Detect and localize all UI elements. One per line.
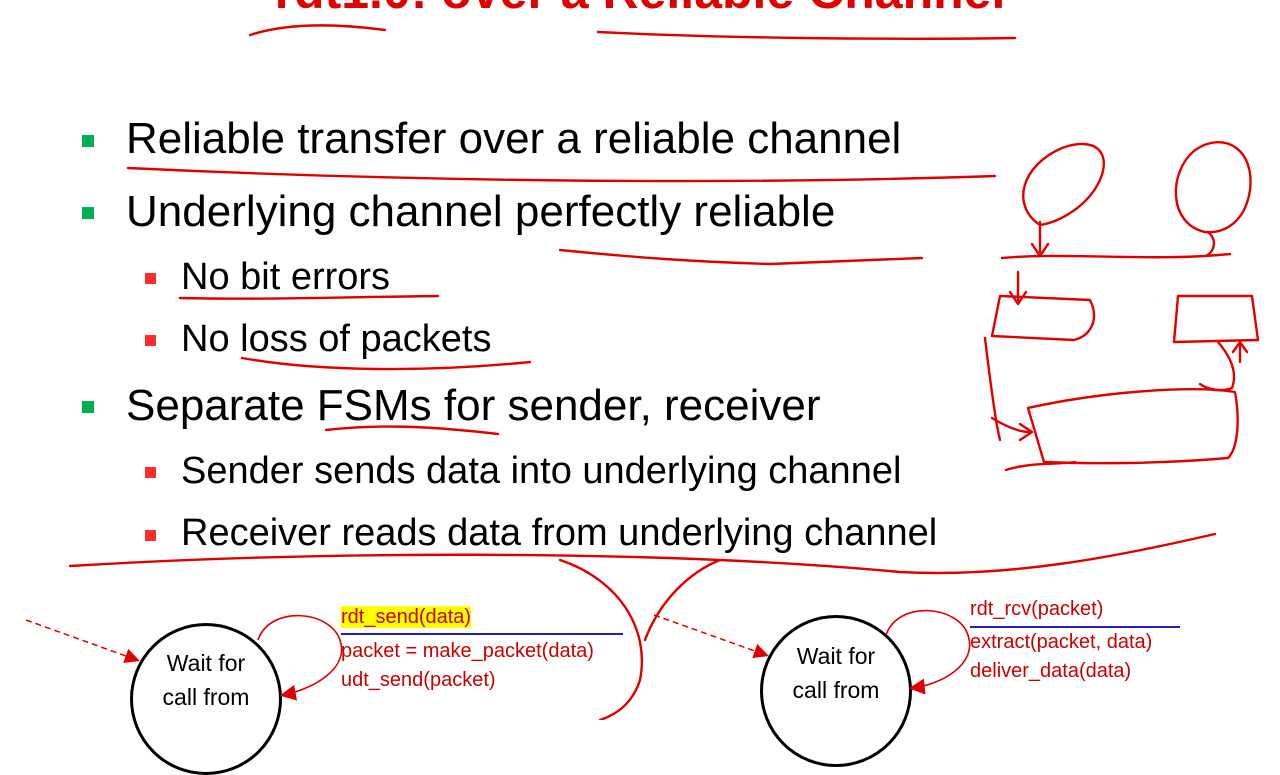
ink-underline xyxy=(558,248,924,266)
ink-underline xyxy=(126,166,997,183)
sub-bullet-marker xyxy=(145,335,156,346)
ink-sketch-line xyxy=(1000,252,1232,260)
bullet-marker xyxy=(82,207,94,219)
ink-sketch-box xyxy=(1026,388,1239,465)
sender-state-line1: Wait for xyxy=(166,650,246,676)
sub-bullet-no-loss: No loss of packets xyxy=(181,318,492,360)
ink-sketch-box xyxy=(990,294,1096,342)
ink-underline xyxy=(178,294,440,300)
receiver-state-line1: Wait for xyxy=(796,643,876,669)
ink-sketch-box xyxy=(1172,294,1260,344)
sub-bullet-marker xyxy=(145,467,156,478)
sender-action-udt-send: udt_send(packet) xyxy=(341,669,496,691)
ink-separator xyxy=(68,532,1217,575)
ink-sketch-line xyxy=(1198,340,1236,392)
ink-sketch-circle xyxy=(1022,142,1106,227)
sender-action-make-packet: packet = make_packet(data) xyxy=(341,640,594,662)
ink-sketch-arrow xyxy=(1231,340,1249,364)
ink-sketch-circle xyxy=(1174,140,1252,234)
ink-sketch-line xyxy=(1008,270,1028,306)
receiver-action-extract: extract(packet, data) xyxy=(970,631,1153,653)
ink-divider xyxy=(558,558,644,720)
ink-divider xyxy=(643,558,722,642)
sub-bullet-marker xyxy=(145,273,156,284)
receiver-state-line2: call from xyxy=(792,677,880,703)
sub-bullet-no-bit-errors: No bit errors xyxy=(181,256,391,298)
slide-title: rdt1.0: over a Reliable Channel xyxy=(0,0,1280,20)
pen-annotations xyxy=(68,24,1260,720)
ink-underline xyxy=(324,425,500,436)
sender-event-text: rdt_send(data) xyxy=(341,606,472,628)
ink-underline xyxy=(248,24,387,37)
bullet-marker xyxy=(82,135,94,147)
sender-transition-rule xyxy=(341,633,623,635)
sub-bullet-marker xyxy=(145,530,156,541)
sender-event: rdt_send(data) xyxy=(341,606,472,629)
bullet-underlying-channel: Underlying channel perfectly reliable xyxy=(126,187,836,236)
receiver-transition-rule xyxy=(970,626,1180,628)
fsm-arrows xyxy=(25,609,971,701)
ink-underline xyxy=(240,356,532,371)
sender-state-line2: call from xyxy=(162,684,250,710)
receiver-self-loop-arrow xyxy=(885,609,971,695)
sub-bullet-receiver: Receiver reads data from underlying chan… xyxy=(181,512,938,554)
bullet-separate-fsms: Separate FSMs for sender, receiver xyxy=(126,381,821,430)
sender-self-loop-arrow xyxy=(257,614,343,701)
sub-bullet-sender: Sender sends data into underlying channe… xyxy=(181,450,902,492)
receiver-action-deliver: deliver_data(data) xyxy=(970,660,1132,682)
bullet-marker xyxy=(82,401,94,413)
ink-sketch-arrow xyxy=(990,416,1034,442)
ink-sketch-line xyxy=(983,336,1002,442)
bullet-reliable-transfer: Reliable transfer over a reliable channe… xyxy=(126,114,902,163)
ink-sketch-arrow xyxy=(1204,230,1216,258)
ink-sketch-arrow xyxy=(1030,220,1050,258)
ink-underline xyxy=(596,30,1017,40)
receiver-event: rdt_rcv(packet) xyxy=(970,598,1104,620)
